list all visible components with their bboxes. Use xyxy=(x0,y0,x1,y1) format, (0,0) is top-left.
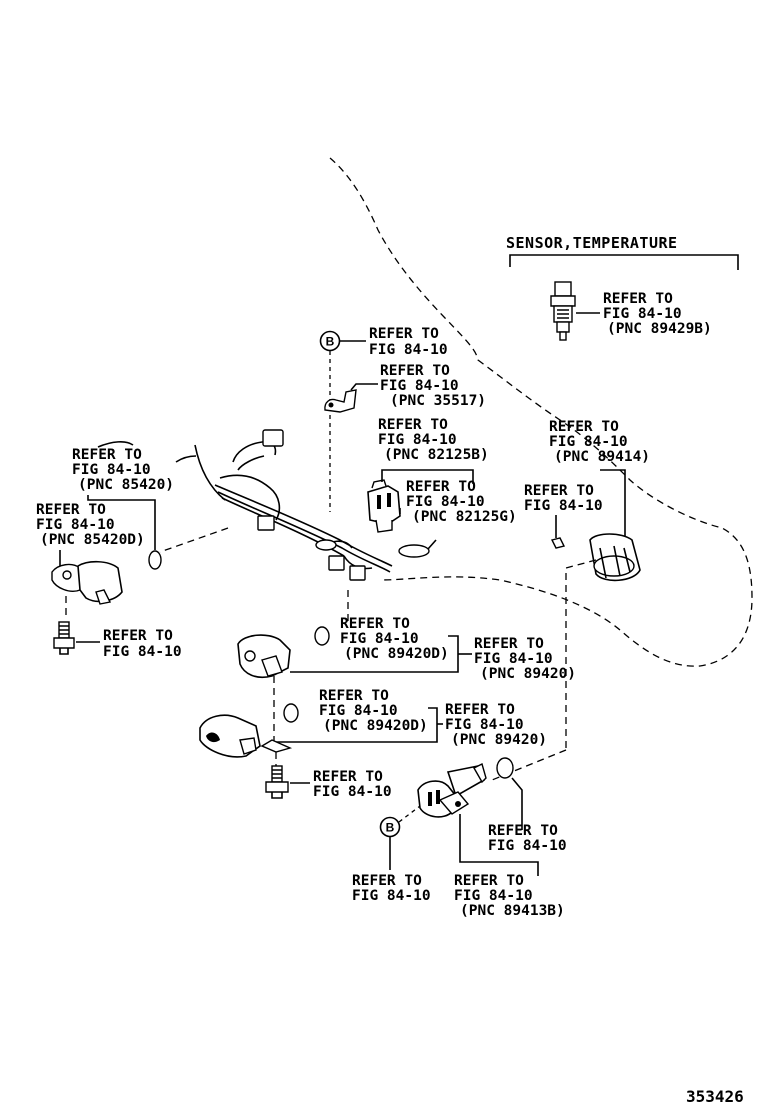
bottom-speed-sensor-part xyxy=(417,762,487,818)
ring-left xyxy=(148,550,162,570)
mid-solenoid2-part xyxy=(199,714,293,758)
ring-mid1 xyxy=(314,626,330,646)
title-sensor-temperature: SENSOR,TEMPERATURE xyxy=(506,234,678,252)
callout-b-top: REFER TO FIG 84-10 xyxy=(369,326,448,358)
ring-mid xyxy=(398,544,430,558)
left-solenoid-part xyxy=(51,560,123,605)
leader-bracket xyxy=(350,383,378,391)
bracket-part xyxy=(324,389,357,413)
transmission-case-outline xyxy=(97,157,753,667)
callout-sensor-mid: REFER TO FIG 84-10 (PNC 82125B) xyxy=(378,417,489,463)
lower-bolt-part xyxy=(265,765,289,799)
ring-mid2 xyxy=(283,703,299,723)
mid-sensor-part xyxy=(367,479,401,533)
callout-left-bolt: REFER TO FIG 84-10 xyxy=(103,628,182,660)
right-clip-part xyxy=(550,537,566,549)
svg-text:B: B xyxy=(386,821,395,835)
temperature-sensor-part xyxy=(550,281,576,341)
leader-mid2 xyxy=(270,707,438,743)
callout-ring-mid: REFER TO FIG 84-10 (PNC 82125G) xyxy=(406,479,517,525)
callout-b-bottom: REFER TO FIG 84-10 xyxy=(352,873,431,904)
mid-solenoid1-part xyxy=(237,634,291,679)
callout-left-ring: REFER TO FIG 84-10 (PNC 85420D) xyxy=(36,502,145,548)
dot-b-bottom xyxy=(398,805,421,823)
leader-left-top xyxy=(87,495,156,550)
callout-bottom-sensor: REFER TO FIG 84-10 (PNC 89413B) xyxy=(454,873,565,919)
callout-mid-sensor2: REFER TO FIG 84-10 (PNC 89420) xyxy=(445,702,547,748)
svg-text:B: B xyxy=(326,335,335,349)
dash-harness-left xyxy=(159,527,229,553)
leader-lower-ring xyxy=(511,777,523,830)
ring-bottom xyxy=(496,757,514,779)
callout-mid-ring2: REFER TO FIG 84-10 (PNC 89420D) xyxy=(319,688,428,734)
callout-left-top: REFER TO FIG 84-10 (PNC 85420) xyxy=(72,447,174,493)
callout-mid-ring1: REFER TO FIG 84-10 (PNC 89420D) xyxy=(340,616,449,662)
leader-ring-mid-b xyxy=(427,539,437,550)
leader-bottom-sensor xyxy=(459,814,539,876)
left-bolt-part xyxy=(53,621,75,655)
title-bracket xyxy=(509,254,739,270)
right-sensor-part xyxy=(589,533,641,582)
callout-mid-sensor1: REFER TO FIG 84-10 (PNC 89420) xyxy=(474,636,576,682)
callout-temperature-sensor: REFER TO FIG 84-10 (PNC 89429B) xyxy=(603,291,712,337)
b-marker-bottom: B xyxy=(379,816,401,838)
wire-harness xyxy=(214,429,393,581)
callout-right-clip: REFER TO FIG 84-10 xyxy=(524,483,603,514)
leader-sensor-mid xyxy=(381,469,474,484)
callout-right-sensor: REFER TO FIG 84-10 (PNC 89414) xyxy=(549,419,650,465)
callout-lower-ring: REFER TO FIG 84-10 xyxy=(488,823,567,854)
figure-reference-number: 353426 xyxy=(686,1087,744,1106)
b-marker-top: B xyxy=(319,330,341,352)
leader-right-sensor xyxy=(600,469,626,542)
dash-right-down xyxy=(565,559,597,750)
callout-bracket: REFER TO FIG 84-10 (PNC 35517) xyxy=(380,363,486,409)
callout-lower-bolt: REFER TO FIG 84-10 xyxy=(313,769,392,800)
